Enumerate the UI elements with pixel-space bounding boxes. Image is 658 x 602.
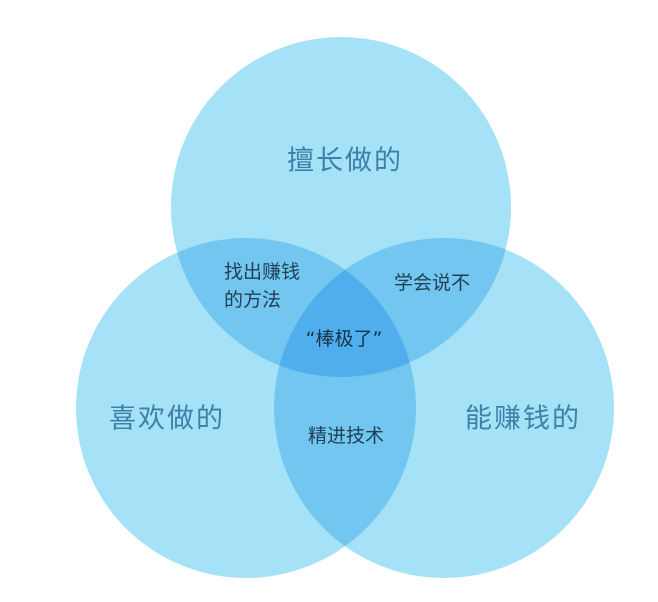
- overlap-center: [274, 238, 416, 377]
- label-top-left-overlap: 找出赚钱 的方法: [224, 258, 300, 314]
- label-left-right-overlap: 精进技术: [307, 425, 385, 447]
- label-top-circle: 擅长做的: [287, 145, 403, 177]
- label-right-circle: 能赚钱的: [465, 403, 581, 435]
- label-center-overlap: “棒极了”: [305, 328, 383, 350]
- label-top-left-line-1: 找出赚钱: [223, 261, 301, 283]
- label-top-left-line-2: 的方法: [223, 289, 282, 311]
- label-left-circle: 喜欢做的: [109, 403, 225, 435]
- label-top-right-overlap: 学会说不: [393, 272, 471, 294]
